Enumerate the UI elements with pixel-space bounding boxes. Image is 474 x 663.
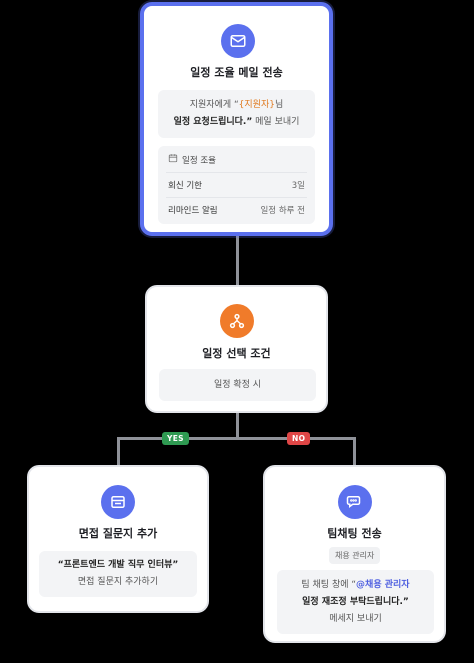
connector-branch-horizontal <box>118 437 354 440</box>
send-message-action: 메세지 보내기 <box>329 614 382 624</box>
applicant-variable: {지원자} <box>238 100 275 110</box>
yes-tag: YES <box>162 432 189 445</box>
questionnaire-node-title: 면접 질문지 추가 <box>78 527 158 540</box>
message-prefix: 지원자에게 “ <box>189 100 239 110</box>
questionnaire-box: “프론트엔드 개발 직무 인터뷰” 면접 질문지 추가하기 <box>39 551 197 597</box>
chat-msg-prefix: 팀 채팅 창에 “ <box>301 580 357 590</box>
manager-mention: @채용 관리자 <box>356 580 410 590</box>
email-message-box: 지원자에게 “{지원자}님 일정 요청드립니다.” 메일 보내기 <box>158 90 315 138</box>
condition-node[interactable]: 일정 선택 조건 일정 확정 시 <box>145 285 328 413</box>
reminder-label: 리마인드 알림 <box>168 206 218 216</box>
connector-condition-down <box>236 410 239 438</box>
reminder-value: 일정 하루 전 <box>260 206 305 216</box>
recipient-chip: 채용 관리자 <box>329 547 381 564</box>
calendar-icon <box>168 153 178 166</box>
connector-yes-down <box>117 437 120 467</box>
settings-divider <box>166 172 307 173</box>
form-icon <box>101 485 135 519</box>
schedule-settings-box: 일정 조율 회신 기한 3일 리마인드 알림 일정 하루 전 <box>158 146 315 224</box>
chat-message-box: 팀 채팅 창에 “@채용 관리자 일정 재조정 부탁드립니다.” 메세지 보내기 <box>277 570 434 634</box>
condition-node-title: 일정 선택 조건 <box>202 347 271 360</box>
reply-deadline-label: 회신 기한 <box>168 181 202 191</box>
add-questionnaire-action: 면접 질문지 추가하기 <box>77 577 159 587</box>
mail-icon <box>221 24 255 58</box>
reply-deadline-value: 3일 <box>291 181 305 191</box>
condition-box: 일정 확정 시 <box>159 369 316 401</box>
chat-icon <box>338 485 372 519</box>
questionnaire-quote: “프론트엔드 개발 직무 인터뷰” <box>57 560 179 570</box>
connector-no-down <box>353 437 356 467</box>
email-node-title: 일정 조율 메일 전송 <box>190 66 283 79</box>
settings-header: 일정 조율 <box>168 153 216 166</box>
connector-email-to-condition <box>236 233 239 288</box>
email-node[interactable]: 일정 조율 메일 전송 지원자에게 “{지원자}님 일정 요청드립니다.” 메일… <box>140 2 333 236</box>
team-chat-node-title: 팀채팅 전송 <box>327 527 382 540</box>
no-tag: NO <box>287 432 311 445</box>
reply-deadline-row: 회신 기한 3일 <box>158 173 315 197</box>
reminder-row: 리마인드 알림 일정 하루 전 <box>158 198 315 222</box>
message-line2: 일정 요청드립니다.” <box>173 117 253 127</box>
message-suffix: 님 <box>274 100 284 110</box>
team-chat-node[interactable]: 팀채팅 전송 채용 관리자 팀 채팅 창에 “@채용 관리자 일정 재조정 부탁… <box>263 465 446 643</box>
chat-msg-line2: 일정 재조정 부탁드립니다.” <box>302 597 409 607</box>
send-mail-action: 메일 보내기 <box>255 117 300 127</box>
settings-divider <box>166 197 307 198</box>
branch-icon <box>220 304 254 338</box>
questionnaire-node[interactable]: 면접 질문지 추가 “프론트엔드 개발 직무 인터뷰” 면접 질문지 추가하기 <box>27 465 209 613</box>
condition-text: 일정 확정 시 <box>213 380 262 390</box>
